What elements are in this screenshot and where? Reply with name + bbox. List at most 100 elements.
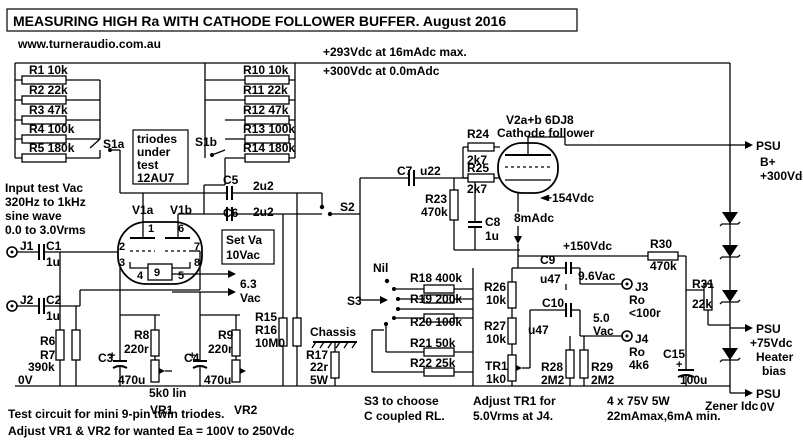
r15-body — [278, 317, 288, 347]
r26-label: R26 — [484, 280, 506, 294]
v1b-cathode — [165, 262, 191, 269]
r5-label: R5 180k — [29, 141, 75, 155]
psu-heater-label: PSU — [756, 322, 781, 336]
r6-value: 390k — [28, 360, 55, 374]
j3-value: <100r — [629, 306, 661, 320]
heater-arrow-a — [228, 270, 236, 278]
vr2-body — [231, 359, 241, 383]
j4-label: J4 — [635, 332, 649, 346]
r6-body — [55, 329, 65, 361]
r7-label: R7 — [40, 348, 56, 362]
tr1-value: 1k0 — [486, 372, 506, 386]
chassis-hatch — [311, 341, 357, 349]
c7-value: u22 — [420, 164, 441, 178]
r17-body — [330, 351, 340, 379]
c1-value: 1u — [46, 255, 60, 269]
pin-9: 9 — [154, 267, 160, 279]
c4-value: 470u — [204, 373, 231, 387]
r17-label: R17 — [306, 348, 328, 362]
r17-watts: 5W — [310, 373, 329, 387]
r11-label: R11 22k — [243, 83, 288, 97]
r24-body — [467, 142, 495, 152]
s2-contact-a — [319, 204, 325, 210]
input-note-4: 0.0 to 3.0Vrms — [5, 223, 86, 237]
website-text: www.turneraudio.com.au — [17, 37, 161, 51]
pin-2: 2 — [119, 241, 125, 253]
r30-value: 470k — [650, 259, 677, 273]
r21-label: R21 50k — [410, 336, 456, 350]
c5-value: 2u2 — [253, 179, 274, 193]
psu-heater-arrow — [745, 324, 753, 332]
r3-label: R3 47k — [29, 103, 68, 117]
dut-note-2: under — [137, 145, 171, 159]
r16-body — [292, 317, 302, 347]
r29-value: 2M2 — [591, 373, 615, 387]
r31-body — [703, 283, 713, 311]
r25-body — [467, 173, 495, 183]
j4-ro: Ro — [629, 345, 645, 359]
r7-body — [71, 329, 81, 361]
r30-body — [647, 251, 679, 261]
note-zener-1: 4 x 75V 5W — [607, 394, 670, 408]
c10-label: C10 — [542, 296, 564, 310]
v2-cathode-volts: +154Vdc — [545, 191, 594, 205]
c15-plus: + — [676, 359, 682, 371]
c6-value: 2u2 — [253, 205, 274, 219]
r25-label: R25 — [467, 161, 489, 175]
psu-b-label: PSU — [756, 139, 781, 153]
r16-value: 10M0 — [255, 336, 285, 350]
supply-line1: +293Vdc at 16mAdc max. — [323, 45, 467, 59]
switch-s3-label: S3 — [347, 294, 362, 308]
vr1-wiper — [159, 368, 165, 374]
c1-label: C1 — [46, 239, 62, 253]
r20-label: R20 100k — [410, 315, 462, 329]
input-note-3: sine wave — [5, 209, 62, 223]
zero-v-label: 0V — [760, 400, 775, 414]
switch-s1a-label: S1a — [103, 137, 125, 151]
v2-cathode-arrow — [540, 195, 548, 201]
r10-label: R10 10k — [243, 63, 289, 77]
v1b-label: V1b — [170, 203, 192, 217]
c8-value: 1u — [485, 229, 499, 243]
c10-value: u47 — [528, 323, 549, 337]
title-box — [6, 8, 578, 32]
zero-v-left: 0V — [18, 373, 33, 387]
r12-label: R12 47k — [243, 103, 289, 117]
r28-body — [565, 349, 575, 379]
r13-label: R13 100k — [243, 122, 295, 136]
heater-arrow-b — [228, 288, 236, 296]
note-s3-1: S3 to choose — [364, 394, 439, 408]
j4-value: 4k6 — [629, 358, 649, 372]
j4-jack-center — [625, 334, 629, 338]
r23-body — [449, 189, 459, 221]
r25-value: 2k7 — [467, 182, 487, 196]
vr1-value: 5k0 lin — [149, 386, 186, 400]
r29-body — [579, 349, 589, 379]
c15-value: 100u — [680, 373, 707, 387]
c15-label: C15 — [663, 347, 685, 361]
r16-label: R16 — [255, 323, 277, 337]
c7-label: C7 — [397, 164, 413, 178]
v2-label-1: V2a+b 6DJ8 — [506, 113, 574, 127]
r19-label: R19 200k — [410, 292, 462, 306]
r23-label: R23 — [425, 192, 447, 206]
r26-body — [507, 281, 517, 309]
r8-body — [150, 329, 160, 357]
psu-0v-arrow — [745, 389, 753, 397]
heater-vac: Vac — [240, 291, 261, 305]
r8-label: R8 — [134, 328, 150, 342]
dut-note-4: 12AU7 — [137, 171, 175, 185]
r6-label: R6 — [40, 334, 56, 348]
c3-label: C3 — [98, 351, 114, 365]
r14-label: R14 180k — [243, 141, 295, 155]
r31-value: 22k — [692, 297, 712, 311]
r27-body — [507, 317, 517, 345]
vr2-wiper — [240, 368, 246, 374]
pin-4: 4 — [137, 270, 144, 282]
s3-contacts — [384, 287, 400, 326]
set-va-2: 10Vac — [226, 248, 260, 262]
dut-note-box — [132, 129, 189, 185]
heater-volts-label: +75Vdc — [750, 336, 793, 350]
zener-label: Zener Idc — [705, 399, 759, 413]
